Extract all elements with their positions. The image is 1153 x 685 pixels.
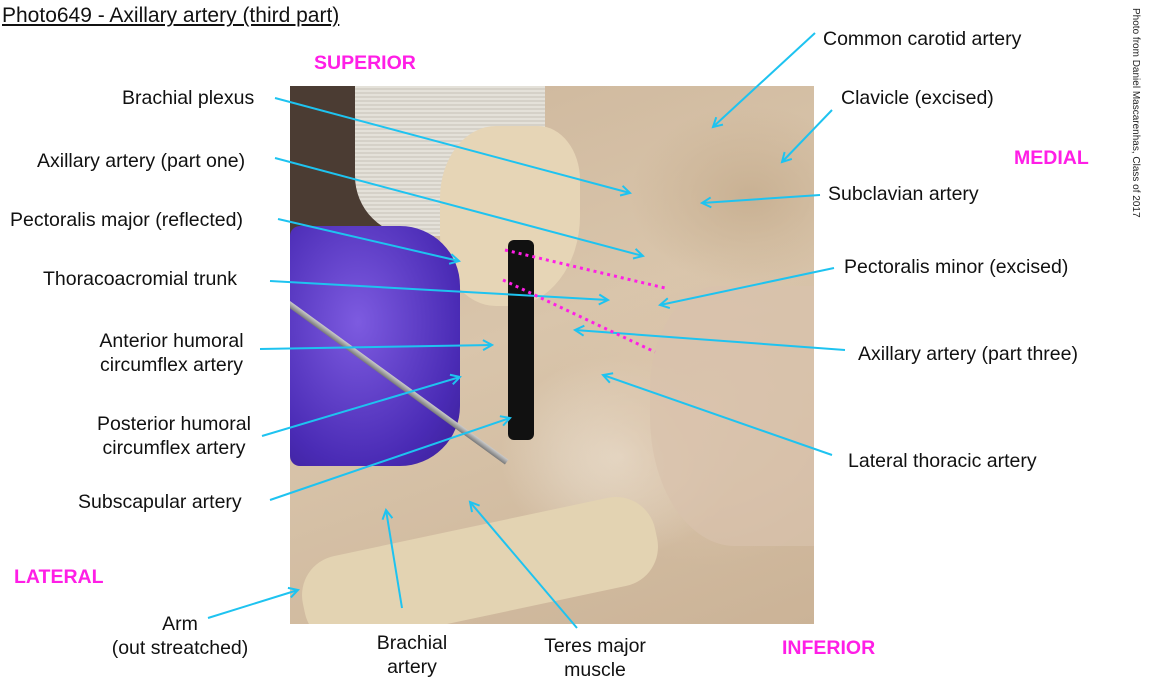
label-axillary-part-three: Axillary artery (part three) xyxy=(858,343,1078,365)
pectoralis-minor-region xyxy=(650,286,814,546)
label-subscapular: Subscapular artery xyxy=(78,491,242,513)
label-axillary-part-one: Axillary artery (part one) xyxy=(37,150,246,172)
label-clavicle: Clavicle (excised) xyxy=(841,87,994,109)
label-teres-major: Teres major muscle xyxy=(530,634,660,682)
pointer-thoracoacromial xyxy=(269,280,608,300)
direction-inferior: INFERIOR xyxy=(782,637,876,659)
label-pectoralis-major: Pectoralis major (reflected) xyxy=(10,209,243,231)
label-line: (out streatched) xyxy=(111,637,249,659)
pointer-pectoralis-major xyxy=(277,218,459,261)
pointer-teres-major xyxy=(470,502,578,629)
label-line: Arm xyxy=(162,613,198,635)
label-pectoralis-minor: Pectoralis minor (excised) xyxy=(844,256,1069,278)
label-line: muscle xyxy=(564,659,626,681)
label-thoracoacromial: Thoracoacromial trunk xyxy=(43,268,237,290)
pointer-axillary-part-one xyxy=(274,157,643,256)
direction-superior: SUPERIOR xyxy=(314,52,416,74)
pointer-brachial-artery xyxy=(386,510,403,609)
pointer-subclavian xyxy=(702,194,821,203)
label-common-carotid: Common carotid artery xyxy=(823,28,1022,50)
label-line: circumflex artery xyxy=(102,437,246,459)
pointer-subscapular xyxy=(269,418,510,501)
pointer-posterior-humoral xyxy=(261,377,460,437)
pointer-axillary-part-three xyxy=(575,330,846,351)
label-subclavian: Subclavian artery xyxy=(828,183,979,205)
label-brachial-artery: Brachial artery xyxy=(360,631,464,679)
pointer-arm xyxy=(207,590,298,619)
label-line: artery xyxy=(387,656,437,678)
label-brachial-plexus: Brachial plexus xyxy=(122,87,255,109)
label-line: Brachial xyxy=(376,632,448,654)
photo-credit: Photo from Daniel Mascarenhas, Class of … xyxy=(1130,8,1141,218)
label-line: circumflex artery xyxy=(99,354,244,376)
direction-medial: MEDIAL xyxy=(1014,147,1089,169)
pointer-brachial-plexus xyxy=(274,97,630,193)
label-posterior-humoral: Posterior humoral circumflex artery xyxy=(84,412,264,460)
pointer-clavicle xyxy=(782,109,833,162)
pointer-common-carotid xyxy=(713,32,816,127)
label-arm: Arm (out streatched) xyxy=(100,612,260,660)
label-line: Posterior humoral xyxy=(97,413,251,435)
boundary-line-lower xyxy=(502,278,656,354)
pointer-anterior-humoral xyxy=(259,345,492,349)
direction-lateral: LATERAL xyxy=(14,566,104,588)
label-line: Anterior humoral xyxy=(99,330,244,352)
black-marker xyxy=(508,240,534,440)
page-title: Photo649 - Axillary artery (third part) xyxy=(2,4,340,27)
label-anterior-humoral: Anterior humoral circumflex artery xyxy=(84,329,259,377)
dissection-photo xyxy=(290,86,814,624)
label-lateral-thoracic: Lateral thoracic artery xyxy=(848,450,1037,472)
pointer-lateral-thoracic xyxy=(603,375,833,456)
label-line: Teres major xyxy=(544,635,646,657)
pointer-pectoralis-minor xyxy=(660,267,835,305)
